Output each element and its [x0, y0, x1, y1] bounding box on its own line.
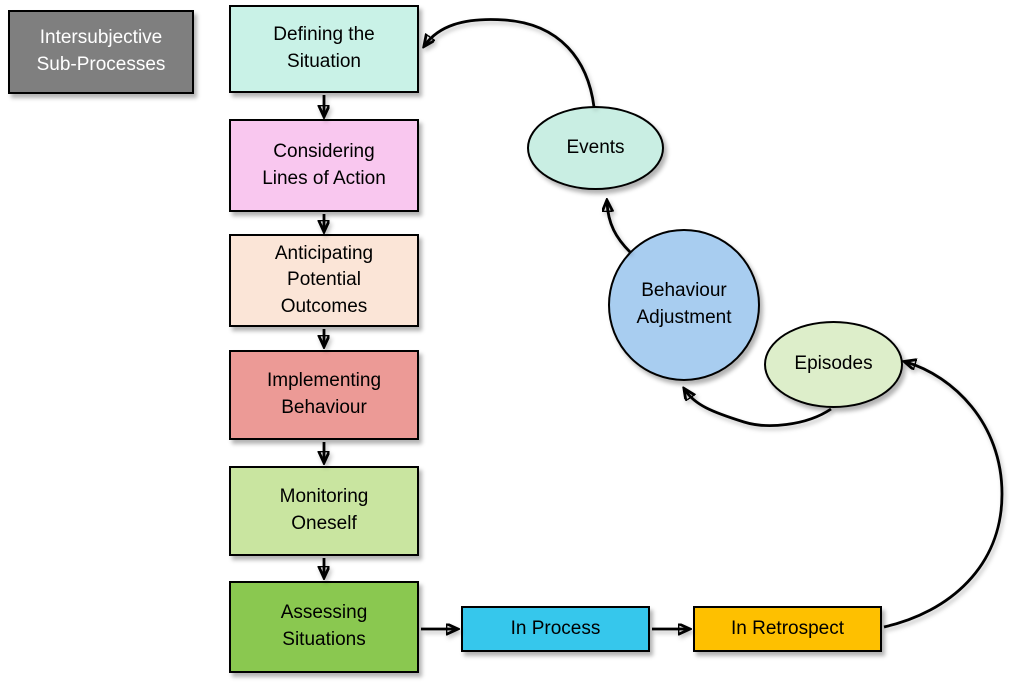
arrow-in-retrospect-to-episodes: [883, 362, 1004, 629]
ellipse-label: Behaviour Adjustment: [636, 280, 732, 328]
legend-label: Intersubjective Sub-Processes: [36, 27, 166, 75]
box-label: In Process: [510, 617, 601, 639]
ellipse-label: Events: [566, 136, 625, 158]
legend-box: Intersubjective Sub-Processes: [8, 10, 194, 94]
ellipse-episodes: Episodes: [764, 321, 903, 408]
step-label: Considering Lines of Action: [262, 140, 386, 189]
box-in-process: In Process: [461, 606, 650, 652]
arrow-events-to-defining: [425, 18, 596, 108]
step-label: Assessing Situations: [280, 602, 368, 650]
step-label: Defining the Situation: [273, 24, 375, 72]
step-considering-lines-of-action: Considering Lines of Action: [229, 119, 419, 212]
ellipse-behaviour-adjustment: Behaviour Adjustment: [608, 229, 760, 381]
ellipse-events: Events: [527, 106, 664, 190]
step-assessing-situations: Assessing Situations: [229, 581, 419, 673]
step-label: Implementing Behaviour: [266, 370, 382, 418]
ellipse-label: Episodes: [794, 353, 873, 375]
box-in-retrospect: In Retrospect: [693, 606, 882, 652]
step-anticipating-potential-outcomes: Anticipating Potential Outcomes: [229, 234, 419, 327]
box-label: In Retrospect: [731, 617, 844, 639]
step-label: Monitoring Oneself: [279, 486, 369, 534]
step-defining-the-situation: Defining the Situation: [229, 5, 419, 93]
step-label: Anticipating Potential Outcomes: [274, 242, 374, 317]
arrow-adjustment-to-events: [607, 202, 631, 253]
step-implementing-behaviour: Implementing Behaviour: [229, 350, 419, 440]
step-monitoring-oneself: Monitoring Oneself: [229, 466, 419, 556]
